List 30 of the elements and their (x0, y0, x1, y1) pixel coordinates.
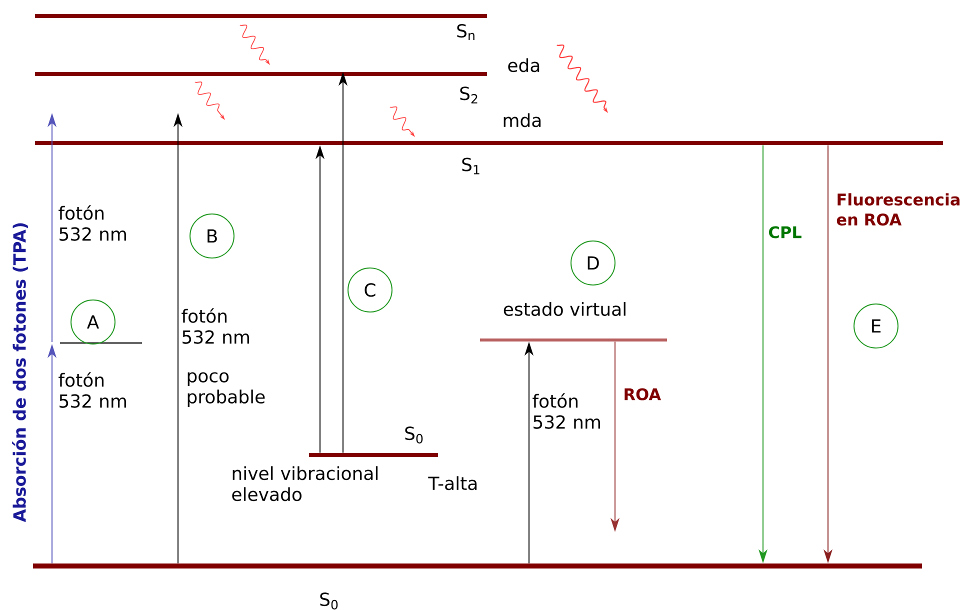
energy-level (35, 141, 943, 145)
circle-label: D (570, 240, 616, 286)
level-label: estado virtual (504, 302, 626, 316)
energy-level (480, 338, 667, 342)
level-label: S$_{0}$ (320, 592, 338, 610)
annotation: fotón 532 nm (532, 393, 600, 429)
annotation: mda (504, 113, 541, 128)
annotation: nivel vibracional elevado (232, 466, 378, 502)
level-label: S$_{1}$ (462, 158, 480, 174)
level-label: S$_{2}$ (460, 86, 478, 104)
energy-level (35, 72, 487, 76)
annotation: eda (508, 58, 540, 72)
annotation: T-alta (428, 476, 477, 490)
edge-label: ROA (624, 388, 661, 400)
circle-label: B (190, 214, 234, 258)
energy-level (309, 453, 438, 457)
annotation: fotón 532 nm (182, 308, 249, 344)
circle-label: E (854, 304, 898, 348)
axis-title: Absorción de dos fotones (TPA) (12, 223, 28, 522)
edge-label: Fluorescencia en ROA (836, 193, 960, 226)
level-label: S$_{0}$ (405, 426, 423, 444)
energy-level (35, 14, 487, 18)
level-label: S$_{n}$ (457, 24, 474, 40)
edge-label: CPL (769, 226, 802, 238)
annotation: fotón 532 nm (58, 205, 126, 241)
circle-label: A (70, 300, 116, 344)
energy-level (33, 564, 922, 568)
annotation: poco probable (188, 372, 265, 408)
annotation: fotón 532 nm (58, 372, 126, 408)
circle-label: C (348, 268, 392, 312)
